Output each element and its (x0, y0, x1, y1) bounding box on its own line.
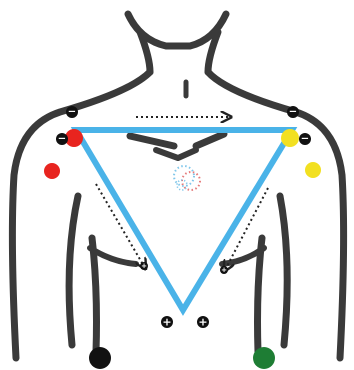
sternum-notch (156, 150, 196, 158)
electrode-left-leg (253, 347, 275, 369)
svg-text:+: + (162, 316, 171, 329)
polarity-marker-negative-right: − (299, 133, 311, 145)
polarity-marker-positive-left: + (161, 316, 173, 329)
heart-icon (174, 166, 200, 190)
torso-side-left (92, 238, 97, 352)
polarity-marker-positive-arrow-right: + (220, 266, 228, 274)
arm-inner-right (280, 196, 287, 345)
electrode-right-arm-lower (44, 163, 60, 179)
svg-text:−: − (301, 134, 309, 145)
svg-text:−: − (68, 107, 76, 118)
electrode-right-leg (89, 347, 111, 369)
arm-inner-left (69, 196, 78, 345)
clavicle-left (130, 136, 174, 146)
svg-text:+: + (221, 266, 227, 274)
polarity-marker-positive-arrow-left: + (140, 262, 148, 270)
polarity-marker-negative-left: − (56, 133, 68, 145)
shoulder-right (208, 72, 344, 358)
svg-text:+: + (198, 316, 207, 329)
svg-text:+: + (141, 262, 147, 270)
polarity-marker-negative-top-right: − (287, 106, 299, 118)
polarity-marker-negative-top-left: − (66, 106, 78, 118)
electrode-left-arm-lower (305, 162, 321, 178)
svg-text:−: − (58, 134, 66, 145)
electrode-left-arm-upper (281, 129, 299, 147)
polarity-marker-positive-right: + (197, 316, 209, 329)
clavicle-right (196, 134, 224, 146)
svg-text:−: − (289, 107, 297, 118)
